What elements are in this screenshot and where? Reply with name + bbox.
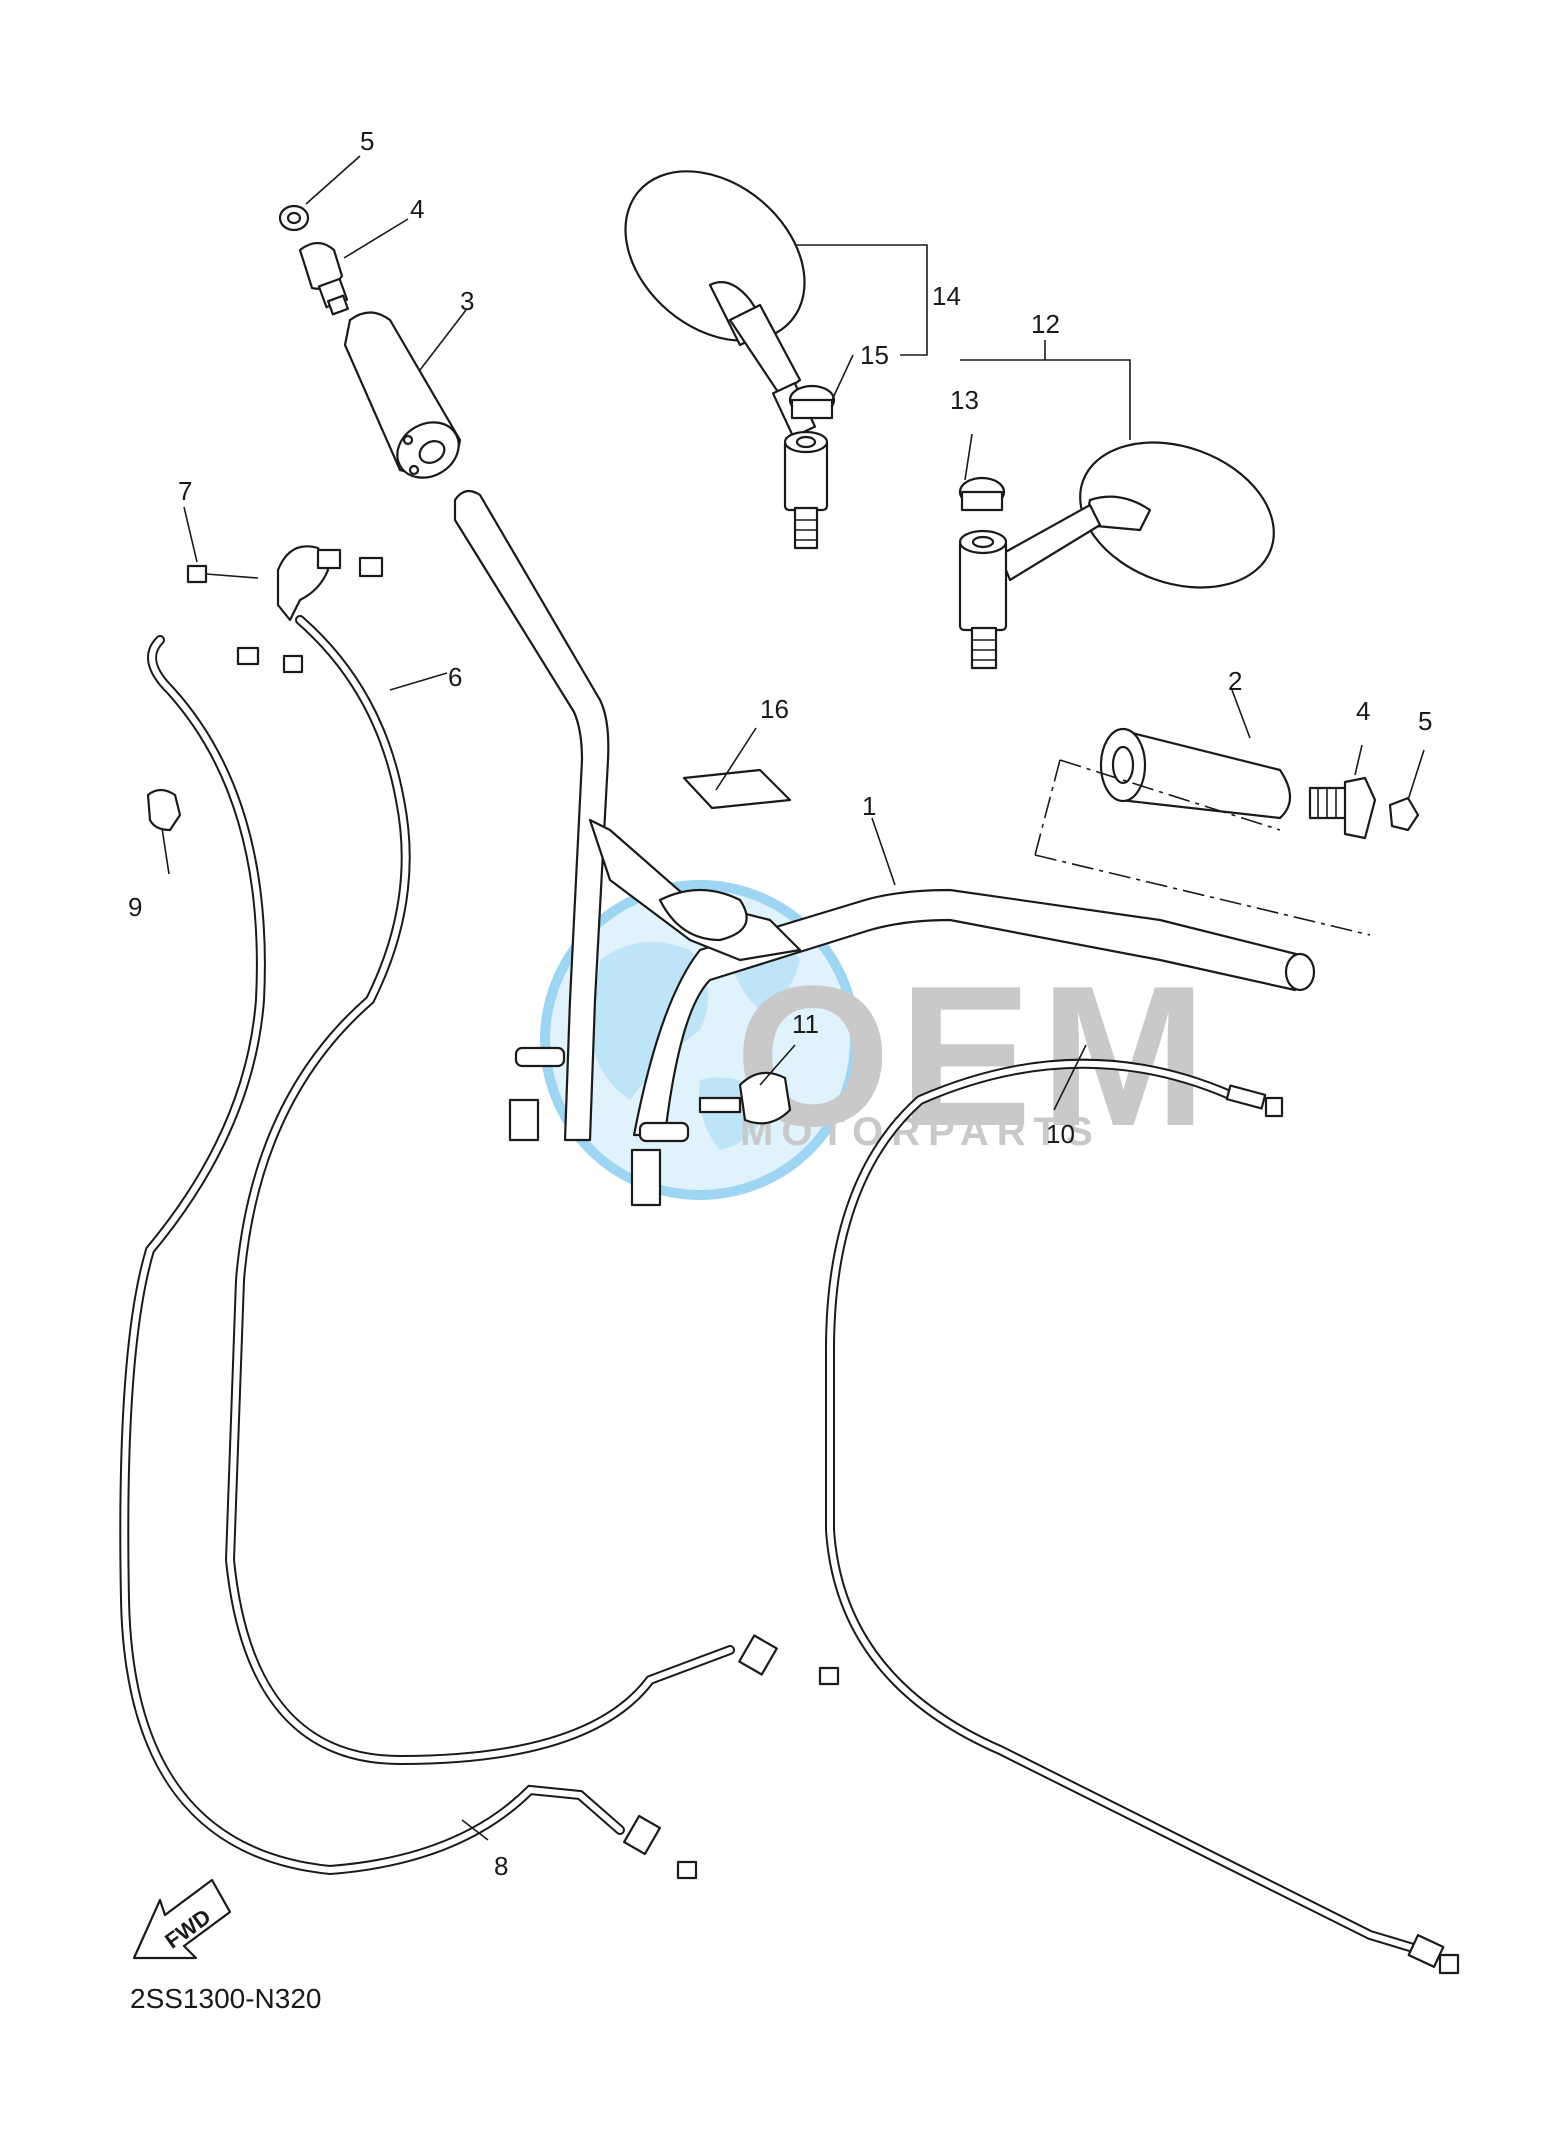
part-12-mirror-right <box>958 441 1275 670</box>
callout-10: 10 <box>1046 1119 1075 1149</box>
callout-15: 15 <box>860 340 889 370</box>
callout-1: 1 <box>862 791 876 821</box>
callout-16: 16 <box>760 694 789 724</box>
part-13-cap <box>958 476 1006 512</box>
part-10-cable-end <box>1225 1084 1460 1975</box>
callout-11: 11 <box>792 1009 819 1039</box>
part-7-screw <box>186 564 259 584</box>
part-8-cable-end <box>236 646 698 1880</box>
callout-9: 9 <box>128 892 142 922</box>
part-6-cable-end <box>738 1634 840 1686</box>
part-3-grip-left <box>343 311 462 479</box>
callout-7: 7 <box>178 476 192 506</box>
callout-2: 2 <box>1228 666 1242 696</box>
part-15-cap <box>788 384 836 420</box>
drawing-code: 2SS1300-N320 <box>130 1983 321 2014</box>
part-5-washer-left <box>278 204 310 232</box>
callout-5-top-left: 5 <box>360 126 374 156</box>
part-16-plate <box>682 768 792 810</box>
callout-8: 8 <box>494 1851 508 1881</box>
throttle-housing <box>276 545 384 622</box>
watermark: OEM MOTORPARTS <box>540 880 1215 1200</box>
callout-3: 3 <box>460 286 474 316</box>
part-14-mirror-left <box>624 170 829 550</box>
watermark-brand: OEM <box>735 945 1215 1168</box>
leader-lines <box>161 155 1425 1841</box>
callout-4-top-left: 4 <box>410 194 424 224</box>
callout-5-right: 5 <box>1418 706 1432 736</box>
callout-6: 6 <box>448 662 462 692</box>
part-2-grip-right <box>1099 727 1292 820</box>
part-4-bar-end-left <box>298 241 350 316</box>
callout-14: 14 <box>932 281 961 311</box>
part-5-washer-right <box>1388 796 1420 832</box>
part-16-bracket <box>588 818 802 962</box>
callout-13: 13 <box>950 385 979 415</box>
part-4-bar-end-right <box>1308 776 1377 840</box>
part-11-clamp <box>698 1071 792 1125</box>
watermark-tagline: MOTORPARTS <box>740 1110 1101 1154</box>
part-9-clip <box>146 788 182 832</box>
callout-12: 12 <box>1031 309 1060 339</box>
callout-4-right: 4 <box>1356 696 1370 726</box>
callouts: 5 4 3 14 15 12 13 7 6 9 16 1 2 4 5 11 10… <box>128 126 1432 1881</box>
fwd-arrow-icon: FWD <box>132 1878 232 1960</box>
part-1-handlebar <box>453 489 1316 1207</box>
